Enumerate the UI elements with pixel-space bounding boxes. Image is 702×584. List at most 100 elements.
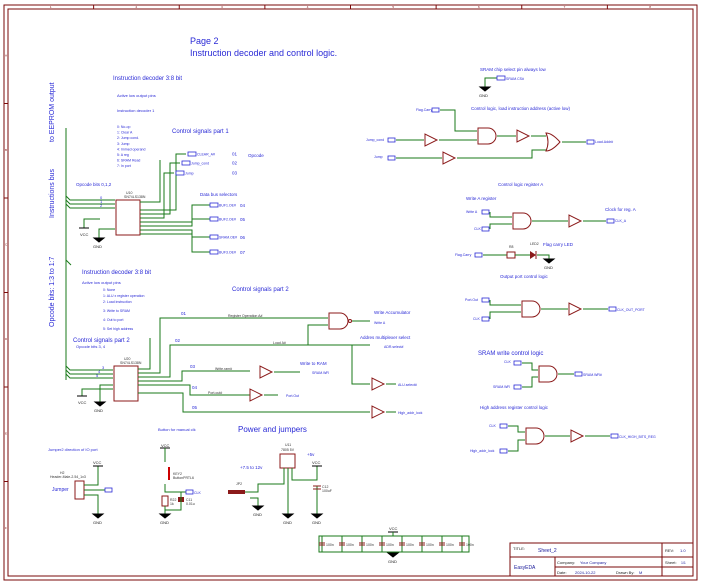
cap-label: 100n	[366, 543, 374, 547]
inverter-gate[interactable]	[249, 388, 264, 402]
write-a-port[interactable]	[481, 209, 490, 215]
nand-gate[interactable]	[538, 365, 558, 383]
svg-text:4: 4	[98, 369, 101, 374]
nand-gate[interactable]	[512, 212, 532, 230]
svg-text:GND: GND	[253, 512, 262, 517]
load-address-section: Control logic, load instruction address …	[366, 106, 613, 165]
svg-text:Output port control logic: Output port control logic	[500, 274, 549, 279]
inverter-gate[interactable]	[568, 302, 583, 316]
sram-cs-section: SRAM chip select pin always low SRAM.CS#…	[478, 67, 547, 98]
net-port[interactable]	[209, 216, 219, 222]
flag-carry-port[interactable]	[474, 252, 483, 258]
clk-high-bits-port[interactable]	[610, 433, 619, 439]
svg-text:VCC: VCC	[93, 460, 102, 465]
svg-text:100uF: 100uF	[322, 489, 332, 493]
svg-text:Jumper2 direction of IO port: Jumper2 direction of IO port	[48, 447, 98, 452]
svg-text:SRAM chip select pin always l: SRAM chip select pin always low	[480, 67, 547, 72]
clk-port[interactable]	[481, 226, 490, 232]
net-port[interactable]	[209, 234, 219, 240]
inverter-gate[interactable]	[424, 133, 439, 147]
decoder1-part: SN74LS138N	[124, 195, 146, 199]
net-port[interactable]	[209, 202, 219, 208]
decoder2-sub1: Active low output pins	[82, 280, 121, 285]
high-address-section: High address register control logic CLK …	[470, 405, 656, 454]
flag-carry-port[interactable]	[431, 107, 440, 113]
clk-port[interactable]	[513, 360, 522, 366]
selector-number: 04	[240, 203, 246, 208]
decoder1-list-item: 0: No-op	[117, 125, 130, 129]
nand-gate[interactable]	[477, 127, 497, 145]
inverter-gate[interactable]	[371, 377, 386, 391]
nand-gate[interactable]	[525, 427, 545, 445]
svg-text:0.01u: 0.01u	[186, 502, 195, 506]
svg-text:U11: U11	[285, 443, 291, 447]
push-button[interactable]	[168, 467, 170, 480]
svg-text:REV:: REV:	[665, 548, 674, 553]
row-marker: F	[5, 526, 7, 530]
net-port[interactable]	[181, 160, 191, 166]
net-port[interactable]	[187, 151, 197, 157]
power-jack[interactable]	[228, 490, 245, 494]
decoder1-list-item: 3: Jump	[117, 142, 130, 146]
svg-text:2: 2	[100, 203, 103, 208]
svg-text:SRAM write control logic: SRAM write control logic	[478, 351, 543, 357]
page-number: Page 2	[190, 36, 219, 46]
jump-cond-port[interactable]	[387, 137, 396, 143]
inverter-gate[interactable]	[371, 405, 386, 419]
svg-text:ADR.select#: ADR.select#	[384, 345, 404, 349]
clk-out-port-port[interactable]	[608, 306, 617, 312]
high-addr-lock-port[interactable]	[499, 448, 508, 454]
jump-port[interactable]	[387, 155, 396, 161]
jumper-header[interactable]	[74, 480, 85, 500]
eeprom-label: to EEPROM output	[49, 82, 56, 142]
nand-gate[interactable]	[328, 312, 349, 330]
svg-text:TITLE:: TITLE:	[513, 546, 525, 551]
sram-wr-out-port[interactable]	[574, 371, 583, 377]
decoder2-chip[interactable]	[113, 365, 139, 402]
svg-text:Write.ram#: Write.ram#	[215, 367, 232, 371]
svg-text:Port.Out: Port.Out	[286, 394, 299, 398]
svg-text:KEY2: KEY2	[173, 472, 182, 476]
net-label: BUF3.OE#	[219, 251, 236, 255]
load-addr-port[interactable]	[586, 139, 595, 145]
inverter-gate[interactable]	[516, 129, 531, 143]
column-marker: 8	[649, 5, 651, 9]
sheet-title: Sheet_2	[538, 548, 557, 554]
decoder2-list-item: 0: None	[103, 288, 115, 292]
svg-text:+7.5 to 12v: +7.5 to 12v	[240, 465, 263, 470]
inverter-gate[interactable]	[570, 429, 585, 443]
sram-wr-port[interactable]	[513, 384, 522, 390]
row-marker: B	[5, 148, 7, 152]
net-label: Jump	[185, 172, 194, 176]
inverter-gate[interactable]	[568, 214, 583, 228]
svg-text:Write A: Write A	[466, 210, 478, 214]
jumper-port[interactable]	[104, 487, 113, 493]
selector-number: 05	[240, 217, 246, 222]
cap-label: 100n	[426, 543, 434, 547]
opcode-number: 02	[232, 161, 238, 166]
decoder1-ref: U10	[126, 191, 132, 195]
nand-gate[interactable]	[521, 300, 541, 318]
svg-text:Button for manual clk: Button for manual clk	[158, 427, 196, 432]
clk-a-port[interactable]	[606, 218, 615, 224]
inverter-gate[interactable]	[259, 365, 274, 379]
port-out-port[interactable]	[481, 297, 490, 303]
selector-number: 06	[240, 235, 246, 240]
or-gate[interactable]	[545, 132, 561, 152]
svg-text:Flag carry LED: Flag carry LED	[543, 242, 574, 247]
svg-text:High_addr_lock: High_addr_lock	[470, 449, 495, 453]
svg-text:Power and jumpers: Power and jumpers	[238, 425, 307, 434]
net-port[interactable]	[175, 170, 185, 176]
net-port[interactable]	[209, 249, 219, 255]
clk-port[interactable]	[185, 489, 194, 495]
svg-text:CLK: CLK	[473, 317, 480, 321]
decoder1-list-item: 4: Immed operand	[117, 147, 145, 151]
resistor	[161, 495, 169, 507]
decoder1-chip[interactable]	[115, 199, 141, 236]
clk-port[interactable]	[481, 316, 490, 322]
net-label: SRAM.OE#	[219, 236, 237, 240]
sram-cs-port[interactable]	[496, 75, 506, 81]
decoder2-list-item: 1: ALU x register operation	[103, 294, 144, 298]
inverter-gate[interactable]	[442, 151, 457, 165]
clk-port[interactable]	[499, 423, 508, 429]
